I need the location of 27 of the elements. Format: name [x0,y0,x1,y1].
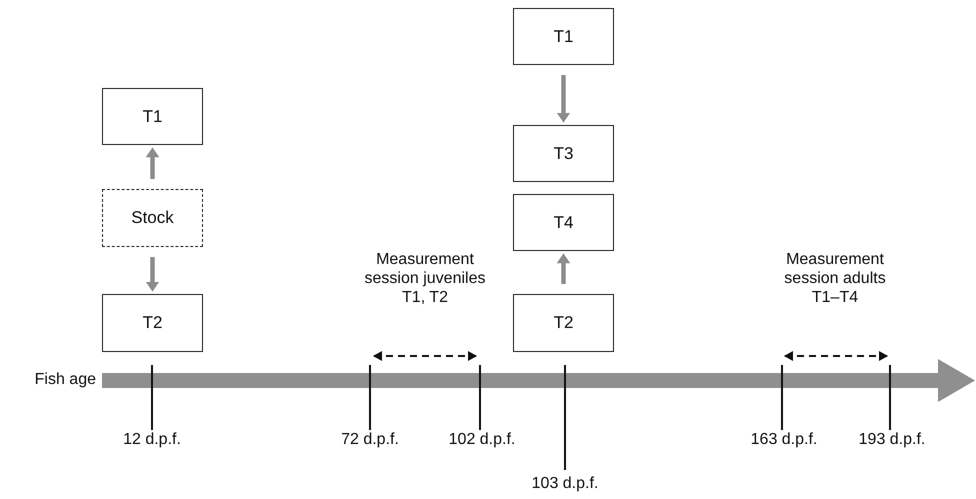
age-label: 103 d.p.f. [530,474,600,494]
arrow [556,75,570,123]
process-box [513,125,614,182]
session-label: Measurement session juveniles T1, T2 [364,250,486,308]
box-label: T1 [554,26,574,46]
box-label: T3 [554,144,574,164]
axis-label: Fish age [34,370,96,390]
process-box [513,294,614,352]
session-label: Measurement session adults T1–T4 [783,250,887,308]
process-box [513,8,614,65]
dashed-box [102,189,203,247]
process-box [102,294,203,352]
age-label: 72 d.p.f. [340,430,400,450]
box-label: T2 [142,313,162,333]
age-label: 102 d.p.f. [448,430,516,450]
box-label: T1 [142,106,162,126]
age-label: 163 d.p.f. [750,430,818,450]
arrow [556,253,570,284]
age-label: 193 d.p.f. [858,430,926,450]
box-label: Stock [131,208,174,228]
process-box [102,88,203,145]
process-box [513,194,614,251]
arrow [146,147,160,179]
box-label: T2 [554,313,574,333]
age-label: 12 d.p.f. [122,430,182,450]
box-label: T4 [554,212,574,232]
arrow [146,257,160,292]
